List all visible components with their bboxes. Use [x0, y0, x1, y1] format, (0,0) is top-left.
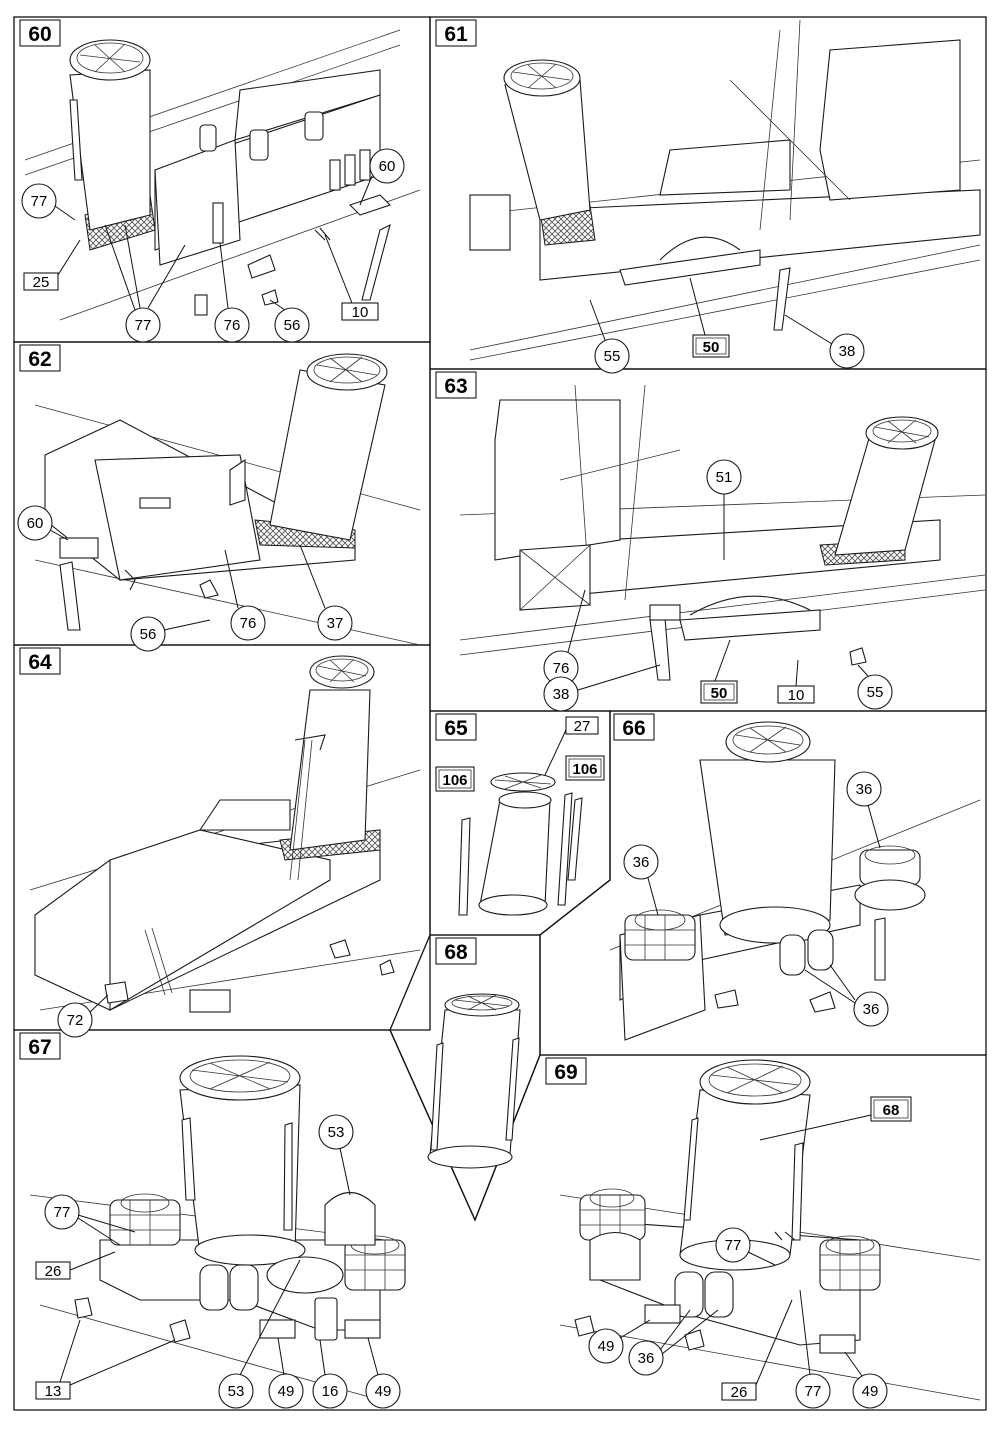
step-66-number: 66: [622, 717, 645, 740]
part-callout-50: 50: [703, 339, 720, 356]
step-64-callouts: 72: [57, 994, 109, 1038]
part-callout-25: 25: [33, 274, 50, 291]
part-callout-77: 77: [135, 317, 152, 334]
part-callout-56: 56: [284, 317, 301, 334]
part-callout-106: 106: [572, 761, 597, 778]
part-callout-76: 76: [553, 660, 570, 677]
part-callout-56: 56: [140, 626, 157, 643]
step-61-number: 61: [444, 23, 468, 46]
step-62-number: 62: [28, 348, 51, 371]
part-callout-36: 36: [863, 1001, 880, 1018]
part-callout-76: 76: [224, 317, 241, 334]
step-60-number: 60: [28, 23, 51, 46]
step-69-drawing: [559, 1059, 981, 1401]
part-callout-26: 26: [45, 1263, 62, 1280]
part-callout-37: 37: [327, 615, 344, 632]
step-66-callouts: 36 36 36: [623, 771, 889, 1027]
step-64-number: 64: [28, 651, 52, 674]
step-68-drawing: [427, 993, 521, 1169]
part-callout-53: 53: [328, 1124, 345, 1141]
panel-frames: [13, 16, 987, 1411]
part-callout-60: 60: [379, 158, 396, 175]
part-callout-50: 50: [711, 685, 728, 702]
step-65-number: 65: [444, 717, 468, 740]
step-number-boxes: 60 61 62 63 64 65 66 67 68 69: [19, 19, 655, 1085]
step-69-callouts: 68 77 49 36 26 77 49: [588, 1096, 912, 1409]
step-64-drawing: [29, 655, 421, 1013]
part-callout-10: 10: [352, 304, 369, 321]
part-callout-68: 68: [883, 1102, 900, 1119]
step-61-callouts: 55 50 38: [589, 277, 865, 374]
part-callout-36: 36: [633, 854, 650, 871]
part-callout-77: 77: [725, 1237, 742, 1254]
part-callout-76: 76: [240, 615, 257, 632]
part-callout-49: 49: [375, 1383, 392, 1400]
part-callout-55: 55: [604, 348, 621, 365]
part-callout-27: 27: [574, 718, 591, 735]
step-65-drawing: [458, 772, 583, 916]
step-69-number: 69: [554, 1061, 577, 1084]
part-callout-51: 51: [716, 469, 733, 486]
part-callout-106: 106: [442, 772, 467, 789]
step-62-callouts: 60 56 76 37: [17, 505, 353, 652]
step-62-drawing: [34, 353, 421, 646]
part-callout-53: 53: [228, 1383, 245, 1400]
step-60-drawing: [24, 29, 421, 321]
step-67-callouts: 53 77 26 13 53 49 16 49: [35, 1114, 401, 1409]
part-callout-49: 49: [598, 1338, 615, 1355]
part-callout-36: 36: [856, 781, 873, 798]
part-callout-77: 77: [31, 193, 48, 210]
step-63-number: 63: [444, 375, 467, 398]
step-60-callouts: 60 77 25 77 76 56 10: [21, 148, 405, 343]
step-67-drawing: [29, 1055, 406, 1401]
step-65-callouts: 27 106 106: [435, 716, 605, 792]
step-68-number: 68: [444, 941, 468, 964]
part-callout-77: 77: [805, 1383, 822, 1400]
part-callout-26: 26: [731, 1384, 748, 1401]
part-callout-16: 16: [322, 1383, 339, 1400]
part-callout-10: 10: [788, 687, 805, 704]
part-callout-49: 49: [278, 1383, 295, 1400]
step-66-drawing: [609, 721, 981, 1041]
step-63-drawing: [459, 384, 986, 681]
step-63-callouts: 51 76 38 50 10 55: [543, 459, 893, 712]
part-callout-49: 49: [862, 1383, 879, 1400]
part-callout-55: 55: [867, 684, 884, 701]
part-callout-72: 72: [67, 1012, 84, 1029]
part-callout-38: 38: [553, 686, 570, 703]
step-61-drawing: [469, 19, 981, 361]
part-callout-77: 77: [54, 1204, 71, 1221]
part-callout-36: 36: [638, 1350, 655, 1367]
part-callout-13: 13: [45, 1383, 62, 1400]
step-67-number: 67: [28, 1036, 51, 1059]
part-callout-38: 38: [839, 343, 856, 360]
part-callout-60: 60: [27, 515, 44, 532]
